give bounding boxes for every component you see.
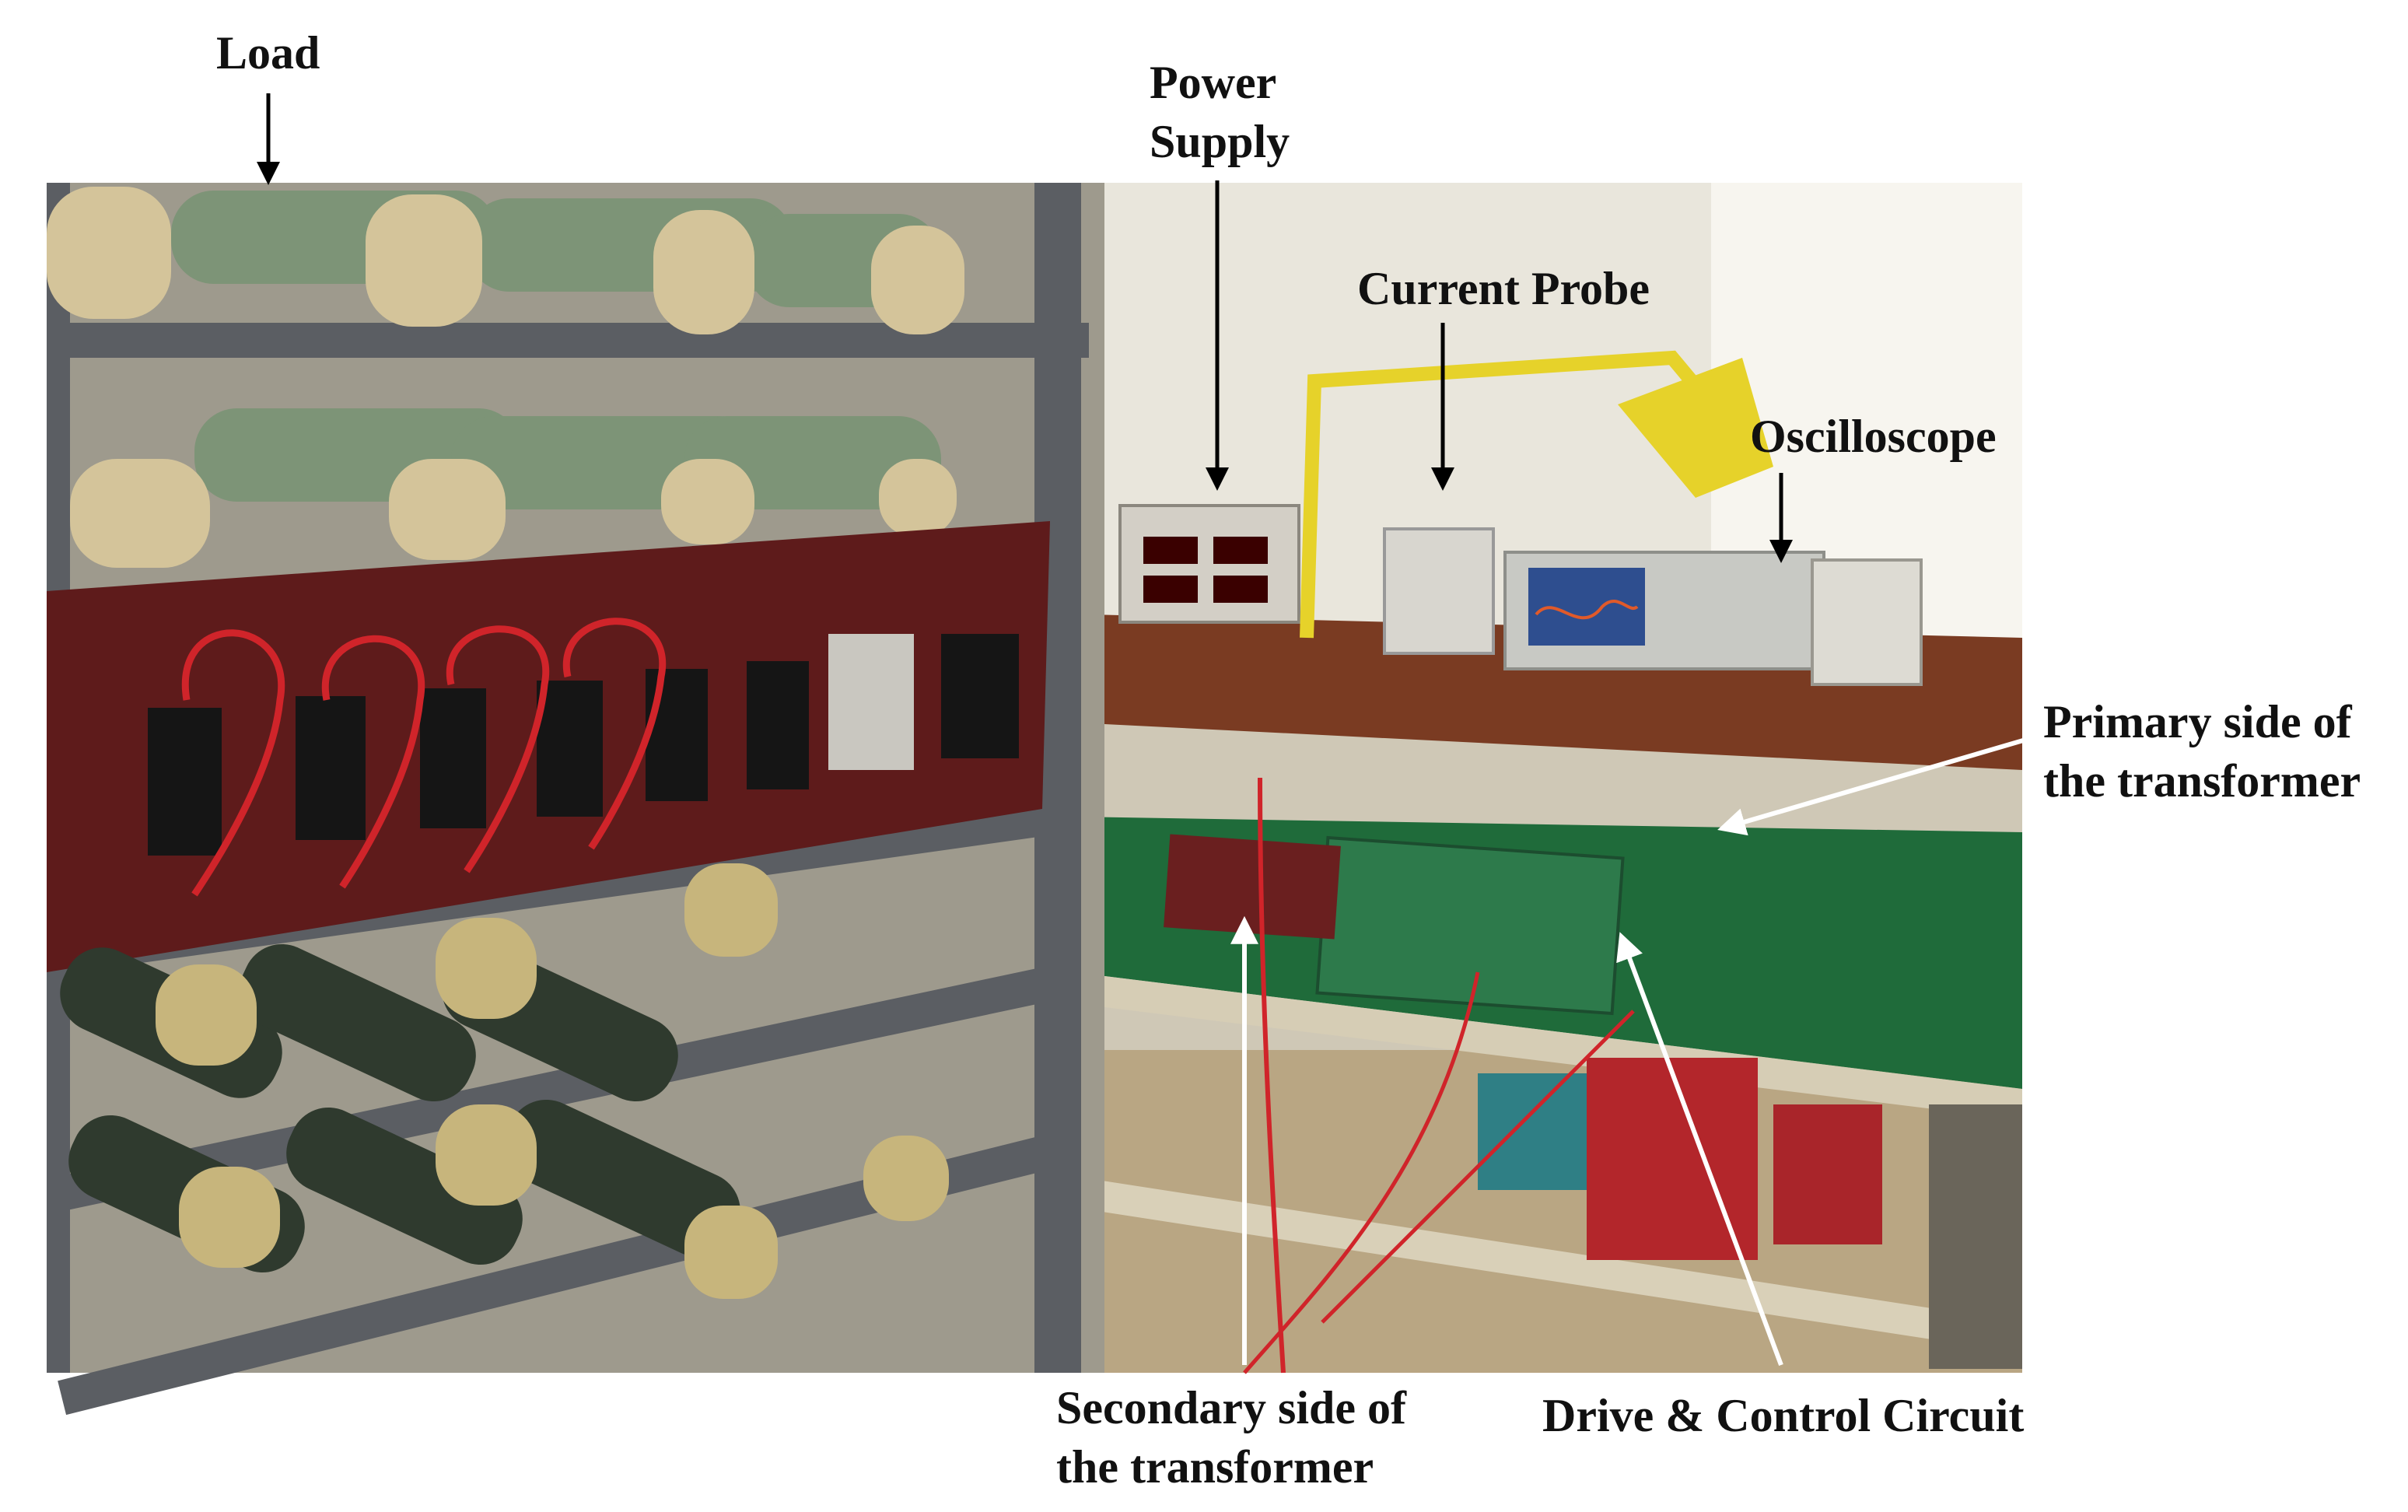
label-power-supply-line1: Power [1150, 57, 1277, 108]
red-wires [181, 618, 667, 897]
toolbox-red-1 [1587, 1058, 1758, 1260]
label-current-probe: Current Probe [1357, 259, 1650, 318]
label-drive-control: Drive & Control Circuit [1542, 1386, 2024, 1445]
breaker [296, 696, 366, 840]
driver-board [1315, 835, 1625, 1016]
breaker [537, 681, 603, 817]
cabinet [1929, 1104, 2022, 1369]
current-probe-unit [1383, 527, 1495, 655]
resistor [504, 1099, 740, 1258]
label-oscilloscope: Oscilloscope [1750, 407, 1997, 466]
label-secondary-side-line1: Secondary side of [1056, 1382, 1406, 1433]
signal-generator-unit [1811, 558, 1923, 686]
label-secondary-side-line2: the transformer [1056, 1441, 1374, 1493]
breaker [747, 661, 809, 789]
label-primary-side-line1: Primary side of [2043, 696, 2352, 747]
label-power-supply: Power Supply [1150, 53, 1290, 171]
breaker [148, 708, 222, 856]
label-oscilloscope-text: Oscilloscope [1750, 411, 1997, 462]
label-load-text: Load [216, 27, 320, 79]
resistor [240, 943, 476, 1102]
label-drive-control-text: Drive & Control Circuit [1542, 1390, 2025, 1441]
label-secondary-side: Secondary side of the transformer [1056, 1378, 1406, 1496]
label-current-probe-text: Current Probe [1357, 263, 1650, 314]
resistor [286, 1107, 523, 1265]
bench-edge [1073, 972, 2022, 1120]
label-load: Load [216, 23, 320, 82]
breaker-gray [828, 634, 914, 770]
breaker [420, 688, 486, 828]
label-power-supply-line2: Supply [1150, 116, 1290, 167]
toolbox-red-2 [1773, 1104, 1882, 1244]
desk-lamp-shade [1618, 358, 1773, 498]
label-primary-side: Primary side of the transformer [2043, 692, 2361, 810]
breaker [646, 669, 708, 801]
transformer-board [1164, 834, 1341, 940]
breaker [941, 634, 1019, 758]
label-primary-side-line2: the transformer [2043, 755, 2361, 807]
